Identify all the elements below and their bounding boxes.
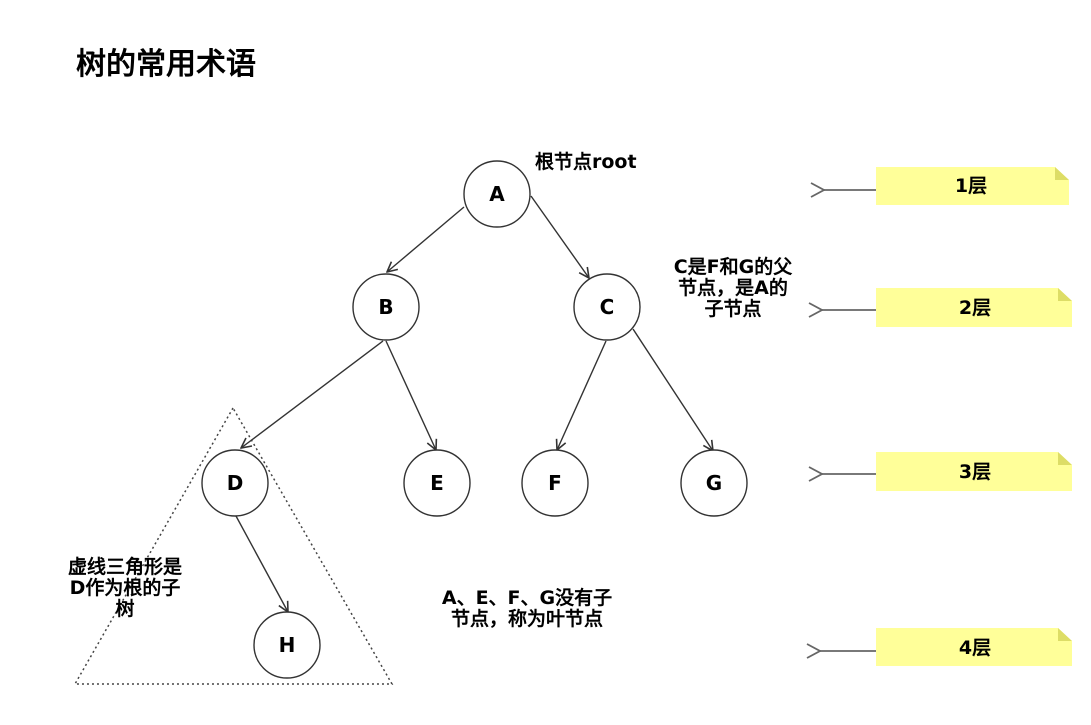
- subtree-triangle: [73, 406, 394, 685]
- subtree-line-1: 虚线三角形是: [68, 555, 182, 578]
- root-annotation: 根节点root: [535, 150, 637, 173]
- level-4-note: [876, 628, 1072, 666]
- subtree-annotation: 虚线三角形是 D作为根的子 树: [68, 555, 182, 620]
- edge-a-b: [387, 206, 465, 272]
- node-a: A: [463, 160, 531, 228]
- node-d: D: [201, 449, 269, 517]
- node-h: H: [253, 611, 321, 679]
- node-h-label: H: [279, 633, 296, 657]
- level-4-label: 4层: [959, 637, 991, 659]
- c-parent-line-3: 子节点: [704, 298, 761, 320]
- level-1-marker: 1层: [824, 167, 1069, 205]
- node-c-label: C: [600, 295, 615, 319]
- edge-d-h: [235, 515, 288, 612]
- node-g: G: [680, 449, 748, 517]
- node-b: B: [352, 273, 420, 341]
- leaves-line-1: A、E、F、G没有子: [442, 586, 612, 609]
- edge-a-c: [530, 195, 589, 278]
- node-a-label: A: [489, 182, 505, 206]
- level-4-marker: 4层: [820, 628, 1072, 666]
- subtree-line-2: D作为根的子: [70, 576, 181, 599]
- c-parent-line-1: C是F和G的父: [674, 255, 794, 278]
- level-2-note: [876, 288, 1072, 327]
- leaves-annotation: A、E、F、G没有子 节点，称为叶节点: [442, 586, 612, 630]
- node-c: C: [573, 273, 641, 341]
- edge-b-e: [385, 340, 436, 450]
- node-d-label: D: [227, 471, 244, 495]
- leaves-line-2: 节点，称为叶节点: [451, 607, 603, 630]
- level-3-label: 3层: [959, 461, 991, 483]
- level-2-marker: 2层: [822, 288, 1072, 327]
- edge-c-g: [632, 328, 713, 451]
- node-f: F: [521, 449, 589, 517]
- edge-c-f: [557, 340, 607, 450]
- level-1-note: [876, 167, 1069, 205]
- level-3-note: [876, 452, 1072, 491]
- level-1-label: 1层: [955, 175, 987, 197]
- page-title: 树的常用术语: [76, 47, 256, 82]
- c-parent-annotation: C是F和G的父 节点，是A的 子节点: [674, 255, 794, 320]
- level-2-label: 2层: [959, 297, 991, 319]
- node-b-label: B: [378, 295, 393, 319]
- c-parent-line-2: 节点，是A的: [678, 276, 788, 299]
- edge-b-d: [241, 340, 384, 448]
- level-3-marker: 3层: [822, 452, 1072, 491]
- node-e: E: [403, 449, 471, 517]
- node-f-label: F: [548, 471, 562, 495]
- node-e-label: E: [430, 471, 444, 495]
- node-g-label: G: [706, 471, 722, 495]
- subtree-line-3: 树: [115, 597, 134, 620]
